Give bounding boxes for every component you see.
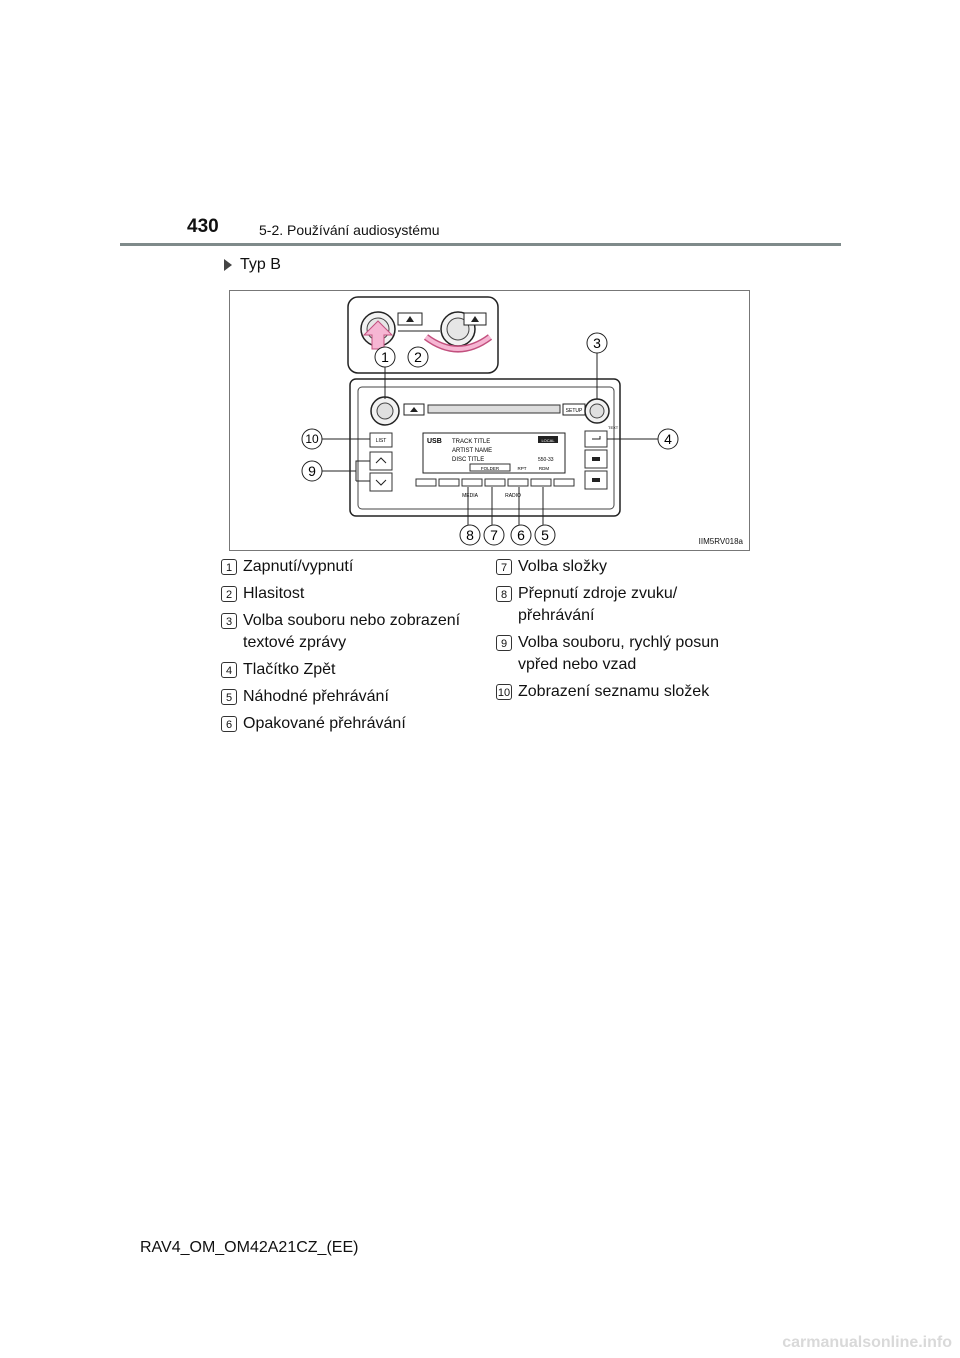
- svg-text:7: 7: [490, 527, 498, 543]
- legend-text: Zobrazení seznamu složek: [518, 683, 710, 700]
- legend-number: 7: [496, 559, 512, 575]
- radio-label: RADIO: [505, 493, 521, 499]
- legend-number: 4: [221, 662, 237, 678]
- type-label-text: Typ B: [240, 256, 281, 273]
- legend-item: 8 Přepnutí zdroje zvuku/ přehrávání: [490, 583, 740, 627]
- legend-item: 9 Volba souboru, rychlý posun vpřed nebo…: [490, 632, 740, 676]
- legend-item: 4 Tlačítko Zpět: [215, 659, 470, 681]
- legend-right: 7 Volba složky 8 Přepnutí zdroje zvuku/ …: [490, 556, 740, 708]
- svg-text:9: 9: [308, 463, 316, 479]
- legend-number: 3: [221, 613, 237, 629]
- legend-text: Zapnutí/vypnutí: [243, 558, 354, 575]
- svg-text:10: 10: [305, 432, 319, 446]
- disc-slot: [427, 404, 561, 414]
- legend-text: Hlasitost: [243, 585, 305, 602]
- legend-text: Tlačítko Zpět: [243, 661, 336, 678]
- legend-number: 5: [221, 689, 237, 705]
- legend-number: 2: [221, 586, 237, 602]
- legend-number: 10: [496, 684, 512, 700]
- legend-text: Přepnutí zdroje zvuku/ přehrávání: [518, 585, 678, 624]
- svg-text:4: 4: [664, 431, 672, 447]
- watermark: carmanualsonline.info: [782, 1334, 952, 1351]
- svg-text:5: 5: [541, 527, 549, 543]
- legend-item: 7 Volba složky: [490, 556, 740, 578]
- audio-panel-illustration: SETUP TEXT LIST USB TRACK TITLE ARTIST N…: [301, 296, 679, 546]
- legend-number: 8: [496, 586, 512, 602]
- display-source: USB: [427, 438, 442, 445]
- seek-down-button: [369, 472, 393, 492]
- legend-item: 10 Zobrazení seznamu složek: [490, 681, 740, 703]
- svg-text:6: 6: [517, 527, 525, 543]
- legend-text: Opakované přehrávání: [243, 715, 406, 732]
- type-label: Typ B: [224, 256, 281, 274]
- legend-item: 5 Náhodné přehrávání: [215, 686, 470, 708]
- page-number: 430: [187, 216, 219, 237]
- display-status: LOCAL: [541, 438, 555, 443]
- svg-text:8: 8: [466, 527, 474, 543]
- legend-text: Volba složky: [518, 558, 607, 575]
- display-time: 550-33: [538, 457, 554, 463]
- legend-number: 1: [221, 559, 237, 575]
- svg-text:1: 1: [381, 349, 389, 365]
- legend-text: Náhodné přehrávání: [243, 688, 389, 705]
- audio-panel-figure: SETUP TEXT LIST USB TRACK TITLE ARTIST N…: [229, 290, 750, 551]
- section-title: 5-2. Používání audiosystému: [259, 222, 440, 238]
- display-folder: FOLDER: [481, 466, 500, 471]
- setup-label: SETUP: [566, 408, 583, 414]
- display-track: TRACK TITLE: [452, 439, 490, 445]
- legend-number: 6: [221, 716, 237, 732]
- figure-code: IIM5RV018a: [698, 537, 743, 546]
- display-artist: ARTIST NAME: [452, 448, 492, 454]
- legend-item: 3 Volba souboru nebo zobrazení textové z…: [215, 610, 470, 654]
- callout-numbers: 1 2 3 4 5 6 7 8 9 10: [301, 332, 679, 546]
- legend-item: 6 Opakované přehrávání: [215, 713, 470, 735]
- display-rdm: RDM: [539, 466, 549, 471]
- svg-text:3: 3: [593, 335, 601, 351]
- list-button: [369, 432, 393, 448]
- text-label: TEXT: [608, 425, 619, 430]
- legend-left: 1 Zapnutí/vypnutí 2 Hlasitost 3 Volba so…: [215, 556, 470, 740]
- seek-up-button: [369, 451, 393, 471]
- preset-buttons: [415, 478, 575, 487]
- legend-number: 9: [496, 635, 512, 651]
- display-disc: DISC TITLE: [452, 457, 484, 463]
- display-rpt: RPT: [518, 466, 527, 471]
- leader-lines: [322, 351, 658, 527]
- media-label: MEDIA: [462, 493, 479, 499]
- header-rule: [120, 243, 841, 246]
- triangle-bullet-icon: [224, 259, 232, 271]
- legend-text: Volba souboru nebo zobrazení textové zpr…: [243, 612, 461, 651]
- footer-code: RAV4_OM_OM42A21CZ_(EE): [140, 1239, 359, 1256]
- legend-text: Volba souboru, rychlý posun vpřed nebo v…: [518, 634, 720, 673]
- list-label: LIST: [376, 438, 387, 444]
- legend-item: 1 Zapnutí/vypnutí: [215, 556, 470, 578]
- legend-item: 2 Hlasitost: [215, 583, 470, 605]
- svg-text:2: 2: [414, 349, 422, 365]
